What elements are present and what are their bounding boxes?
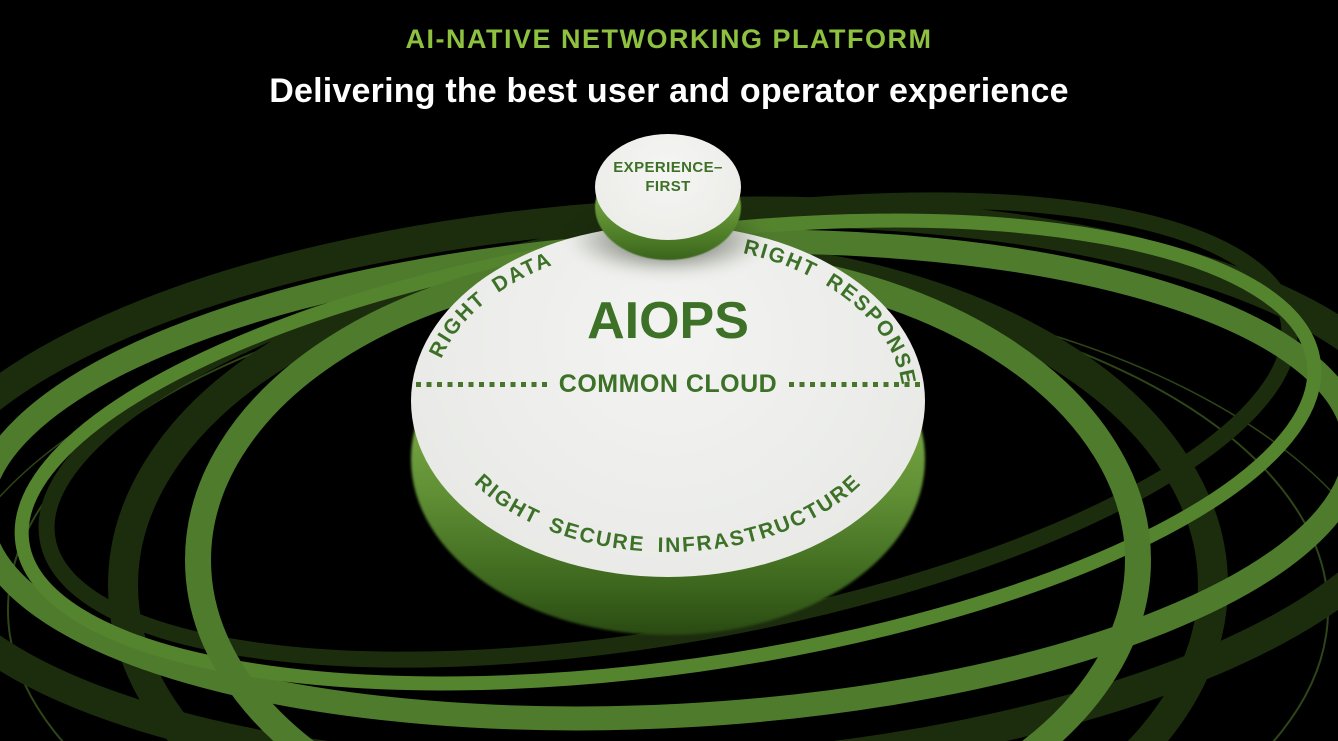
experience-first-line2: FIRST (645, 178, 691, 195)
main-disc-face (411, 225, 925, 577)
platform-eyebrow: AI-NATIVE NETWORKING PLATFORM (405, 24, 933, 54)
dotted-line-left (416, 381, 547, 387)
aiops-label: AIOPS (587, 292, 749, 350)
arc-label-right-secure-infrastructure: RIGHT SECURE INFRASTRUCTURE (470, 470, 864, 557)
common-cloud-divider: COMMON CLOUD (416, 369, 921, 399)
experience-first-label: EXPERIENCE– FIRST (595, 158, 741, 196)
common-cloud-label: COMMON CLOUD (558, 369, 778, 398)
page-title: Delivering the best user and operator ex… (269, 72, 1069, 110)
svg-text:RIGHT SECURE INFRASTRUCTURE: RIGHT SECURE INFRASTRUCTURE (470, 470, 866, 557)
top-disc-face (595, 134, 741, 240)
dotted-line-right (789, 381, 921, 387)
experience-first-line1: EXPERIENCE– (613, 159, 723, 176)
